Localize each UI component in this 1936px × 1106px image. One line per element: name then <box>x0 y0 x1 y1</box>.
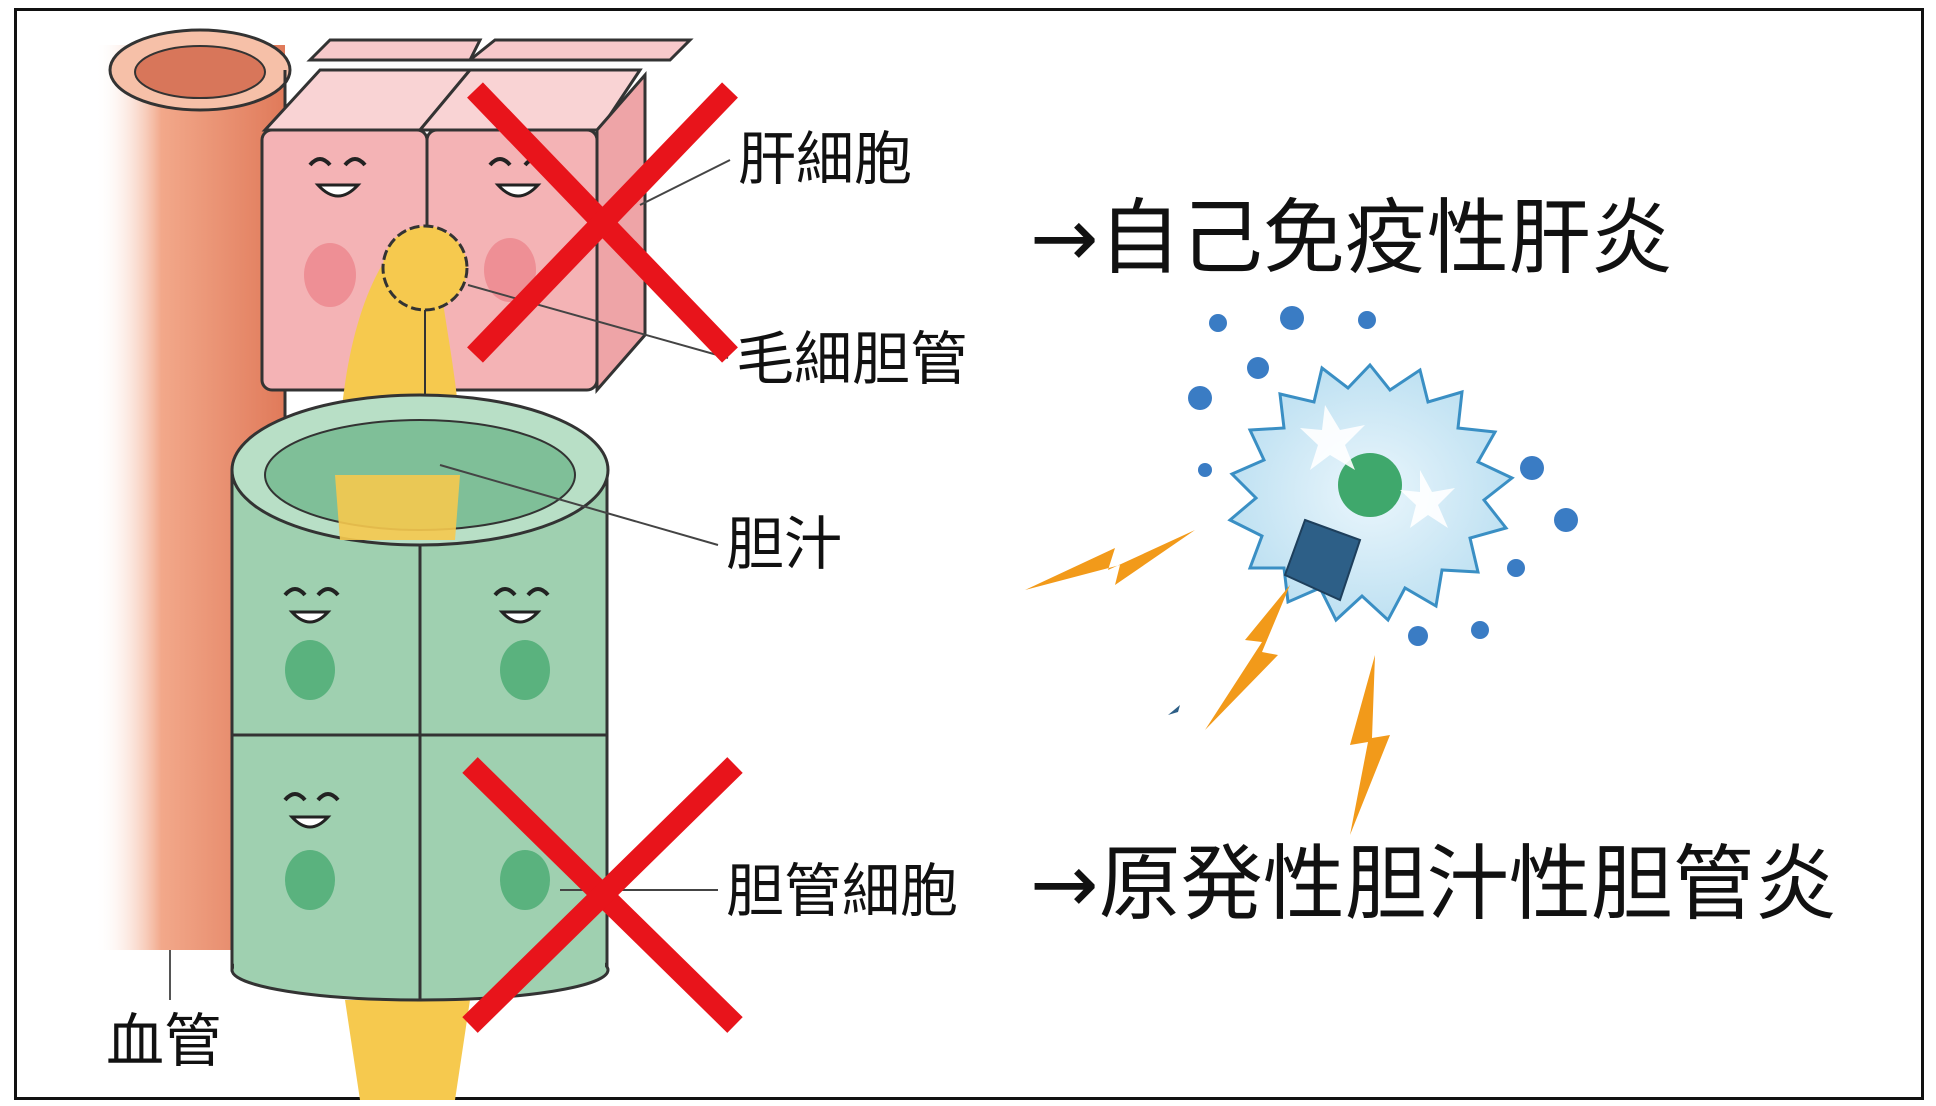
immune-cell-icon <box>1227 362 1515 623</box>
hepatocyte-cells <box>260 38 694 394</box>
lightning-icon <box>1025 530 1390 835</box>
disease-autoimmune-hepatitis: →自己免疫性肝炎 <box>1030 191 1673 286</box>
red-x-icon <box>467 82 738 363</box>
disease-primary-biliary-cholangitis: →原発性胆汁性胆管炎 <box>1030 837 1837 932</box>
label-bile-canaliculus: 毛細胆管 <box>736 325 969 393</box>
label-bile: 胆汁 <box>726 510 843 578</box>
particle-dots <box>1188 306 1578 646</box>
label-hepatocyte: 肝細胞 <box>738 125 913 193</box>
cholangiocyte-cells <box>230 393 610 1002</box>
label-cholangiocyte: 胆管細胞 <box>726 857 959 925</box>
label-blood-vessel: 血管 <box>106 1007 223 1075</box>
red-x-icon <box>462 757 743 1033</box>
leader-lines <box>439 159 731 891</box>
